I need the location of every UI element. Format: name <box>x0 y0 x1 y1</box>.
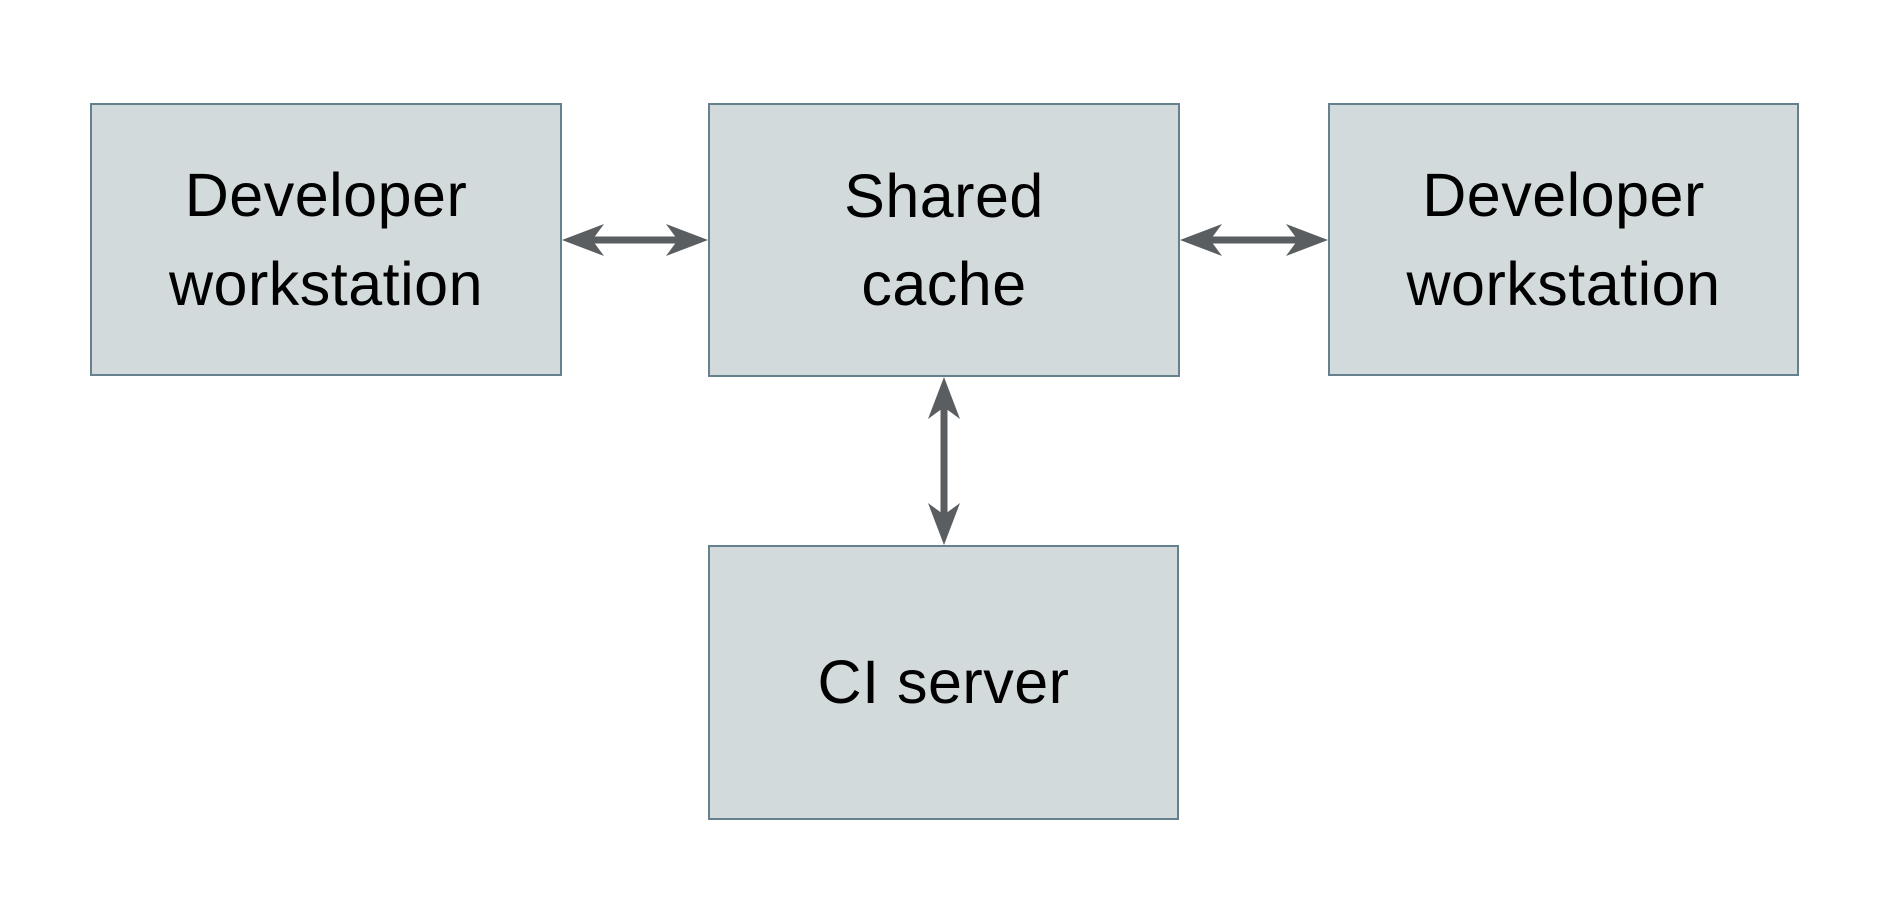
node-shared-cache: Shared cache <box>708 103 1180 377</box>
node-label: Developer workstation <box>169 151 483 328</box>
arrow-head <box>928 503 960 545</box>
node-label: CI server <box>818 638 1070 726</box>
arrow-head <box>562 224 604 256</box>
arrow-head <box>1286 224 1328 256</box>
node-label: Shared cache <box>844 152 1044 329</box>
node-ci-server: CI server <box>708 545 1179 820</box>
arrow-head <box>928 377 960 419</box>
node-label-line: Shared <box>844 161 1044 230</box>
arrow-shared-cache-ci-server <box>928 377 960 545</box>
arrow-head <box>1180 224 1222 256</box>
node-label-line: Developer <box>184 161 468 230</box>
node-label-line: cache <box>861 250 1027 318</box>
node-label-line: workstation <box>1406 249 1721 318</box>
node-label-line: CI server <box>817 648 1070 717</box>
node-label: Developer workstation <box>1406 151 1720 328</box>
node-developer-workstation-right: Developer workstation <box>1328 103 1799 376</box>
node-developer-workstation-left: Developer workstation <box>90 103 562 376</box>
arrow-left-workstation-shared-cache <box>562 224 708 256</box>
arrow-shared-cache-right-workstation <box>1180 224 1328 256</box>
node-label-line: workstation <box>168 249 483 318</box>
arrow-head <box>666 224 708 256</box>
node-label-line: Developer <box>1422 161 1705 230</box>
